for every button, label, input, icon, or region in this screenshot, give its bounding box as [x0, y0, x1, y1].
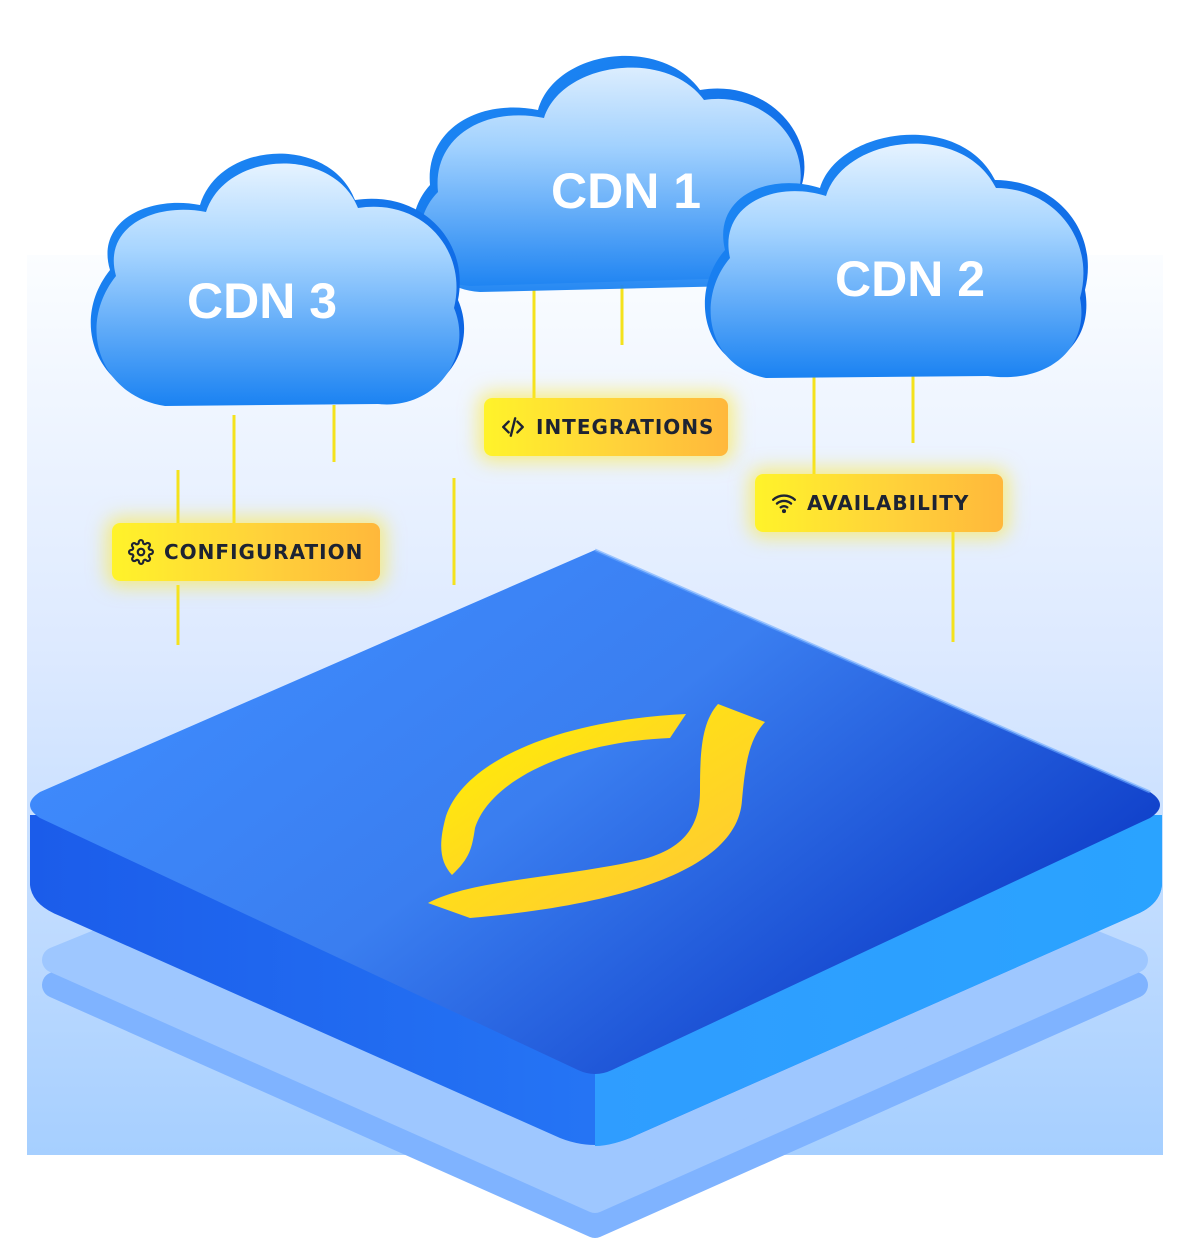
cloud-cdn-3: CDN 3: [90, 153, 465, 406]
cdn-2-label: CDN 2: [835, 251, 985, 307]
connector-lines: [176, 285, 955, 645]
availability-label: AVAILABILITY: [807, 491, 970, 515]
integrations-label: INTEGRATIONS: [536, 415, 715, 439]
gear-icon: [128, 539, 154, 565]
platform-top: [30, 550, 1160, 1074]
configuration-label: CONFIGURATION: [164, 540, 364, 564]
integrations-tag: INTEGRATIONS: [484, 398, 728, 456]
cdn-3-label: CDN 3: [187, 273, 337, 329]
code-icon: [500, 414, 526, 440]
s-swoosh-logo: [428, 704, 765, 918]
configuration-tag: CONFIGURATION: [112, 523, 380, 581]
cloud-cdn-2: CDN 2: [704, 134, 1088, 378]
platform-base: [30, 548, 1162, 1146]
cloud-cdn-1: CDN 1: [412, 55, 812, 292]
wifi-icon: [771, 490, 797, 516]
cdn-1-label: CDN 1: [551, 163, 701, 219]
availability-tag: AVAILABILITY: [755, 474, 1003, 532]
